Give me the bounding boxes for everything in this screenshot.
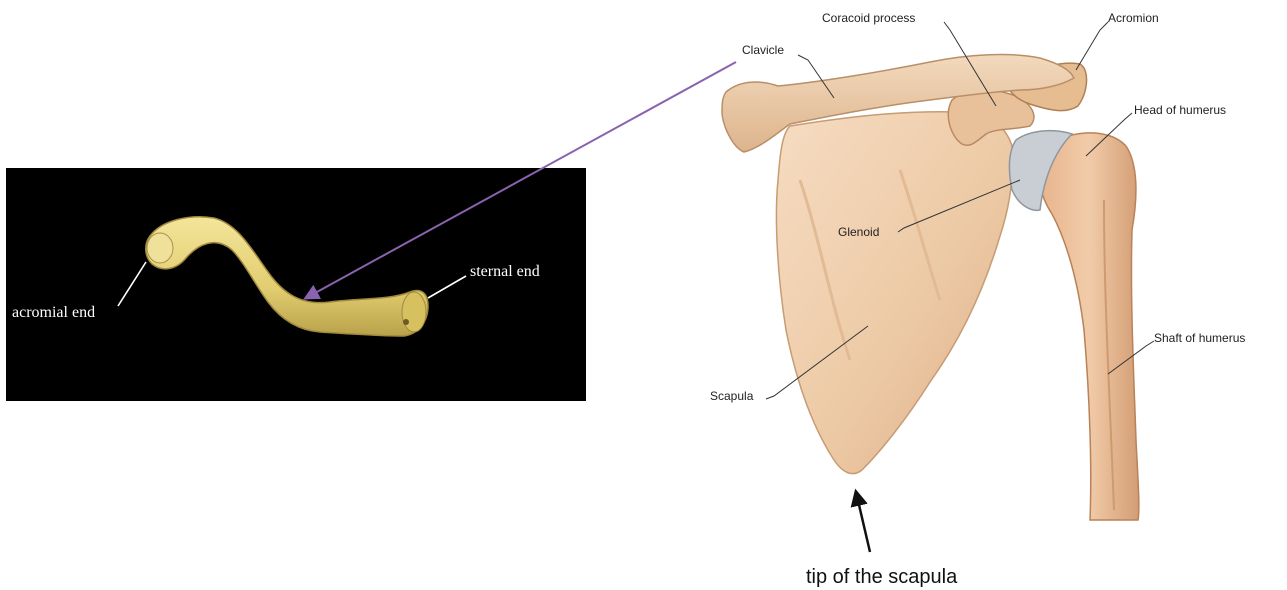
tip-arrow <box>856 492 870 552</box>
bone-spot <box>403 319 409 325</box>
head-of-humerus-label: Head of humerus <box>1134 103 1226 117</box>
sternal-end-label: sternal end <box>470 263 540 280</box>
shaft-of-humerus-label: Shaft of humerus <box>1154 331 1245 345</box>
acromial-end-knob <box>147 233 173 263</box>
humerus-bone <box>1038 133 1138 520</box>
photo-background <box>6 168 586 401</box>
sternal-end-knob <box>402 292 426 332</box>
acromion-label: Acromion <box>1108 11 1159 25</box>
clavicle-photo: acromial end sternal end <box>6 168 586 401</box>
clavicle-label: Clavicle <box>742 43 784 57</box>
acromial-end-label: acromial end <box>12 304 95 321</box>
tip-of-the-scapula-caption: tip of the scapula <box>806 566 958 588</box>
coracoid-process-label: Coracoid process <box>822 11 915 25</box>
acromion-leader <box>1076 22 1108 70</box>
scapula-bone <box>776 112 1012 474</box>
scapula-label: Scapula <box>710 389 754 403</box>
glenoid-label: Glenoid <box>838 225 879 239</box>
